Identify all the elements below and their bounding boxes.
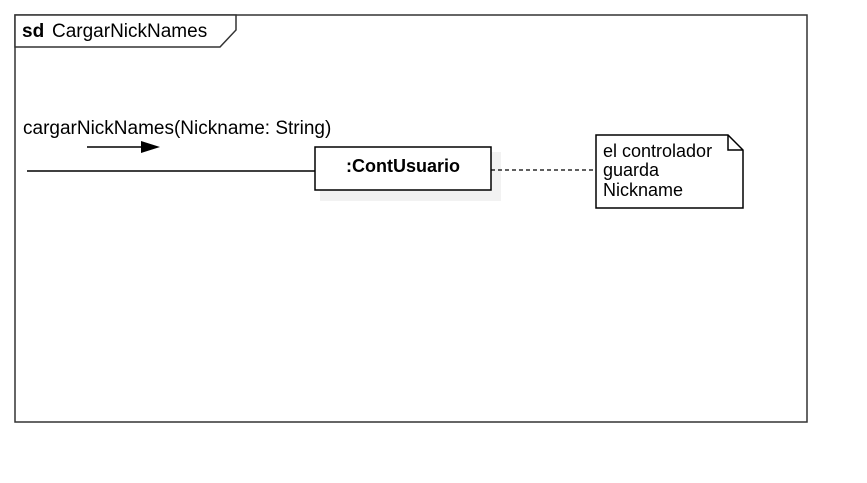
- note-line-3: Nickname: [603, 180, 683, 200]
- message-label: cargarNickNames(Nickname: String): [23, 118, 331, 139]
- note-shape[interactable]: [595, 134, 744, 209]
- note-line-2: guarda: [603, 160, 660, 180]
- diagram-frame[interactable]: [14, 14, 808, 423]
- message-direction-arrowhead: [141, 141, 160, 153]
- frame-keyword: sd: [22, 21, 44, 42]
- note-folded-corner: [727, 135, 743, 151]
- note-line-1: el controlador: [603, 141, 712, 161]
- frame-tab: [14, 14, 237, 48]
- lifeline-name: :ContUsuario: [346, 156, 460, 176]
- lifeline-box[interactable]: [314, 146, 492, 191]
- frame-name: CargarNickNames: [52, 21, 207, 42]
